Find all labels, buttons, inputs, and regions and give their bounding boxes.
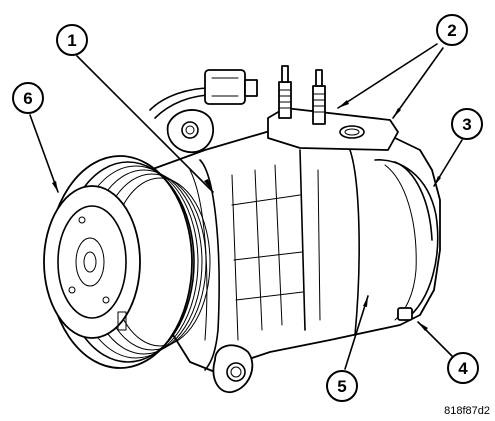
svg-text:1: 1 xyxy=(67,31,76,50)
callout-4: 4 xyxy=(447,352,479,384)
svg-text:3: 3 xyxy=(462,115,471,134)
svg-text:2: 2 xyxy=(447,21,456,40)
svg-text:4: 4 xyxy=(458,359,468,378)
leader-lines xyxy=(29,43,463,370)
callout-2: 2 xyxy=(436,14,468,46)
svg-text:5: 5 xyxy=(337,377,346,396)
callout-1: 1 xyxy=(56,24,88,56)
figure-id: 818f87d2 xyxy=(444,405,490,417)
compressor-body xyxy=(149,65,441,393)
relief-valve xyxy=(397,307,413,321)
service-port-right xyxy=(312,69,326,125)
wiring-connector xyxy=(149,69,258,119)
service-port-left xyxy=(278,65,292,119)
callout-3: 3 xyxy=(451,108,483,140)
callout-6: 6 xyxy=(12,82,44,114)
clutch-pulley xyxy=(43,155,211,369)
svg-text:6: 6 xyxy=(23,89,32,108)
callout-5: 5 xyxy=(326,370,358,402)
